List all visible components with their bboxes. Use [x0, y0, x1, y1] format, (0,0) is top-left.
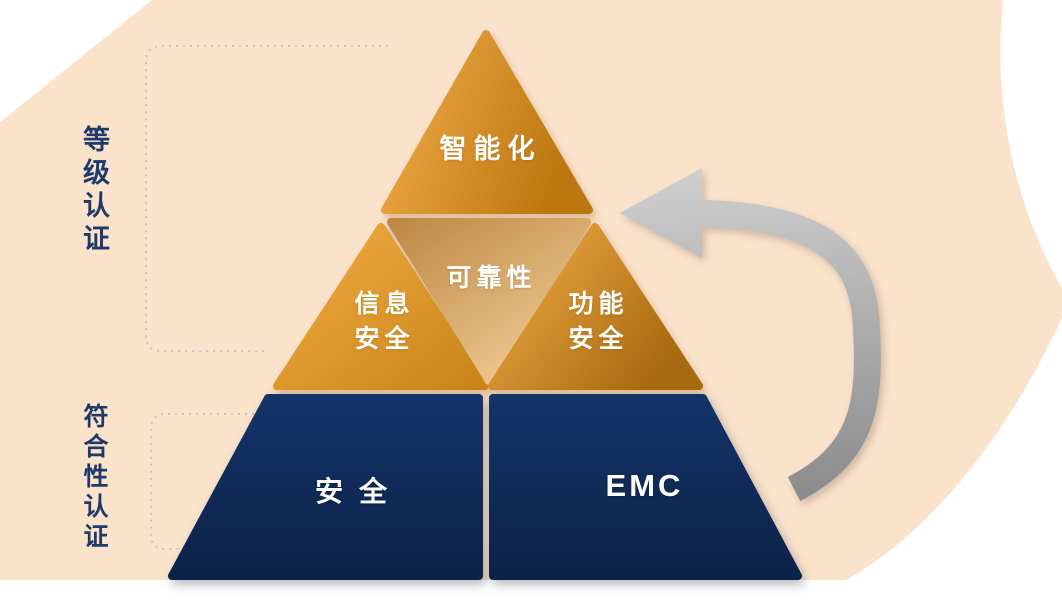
pyramid-middle-left-triangle: [273, 223, 489, 390]
middle-left-label-line1: 信息: [354, 290, 415, 318]
middle-right-label-line2: 安全: [568, 325, 629, 353]
grade-certification-label: 等级认证: [79, 125, 109, 257]
center-triangle-label: 可靠性: [446, 264, 537, 292]
curved-arrow-shaft: [696, 199, 881, 502]
pyramid-bottom-left-trapezoid: [168, 394, 483, 580]
pyramid-bottom-right-trapezoid: [489, 394, 802, 580]
middle-right-label-line1: 功能: [568, 290, 629, 318]
pyramid-middle-right-triangle: [488, 223, 703, 390]
conformity-certification-label: 符合性认证: [80, 403, 108, 553]
middle-left-label-line2: 安全: [354, 325, 415, 353]
top-triangle-label: 智能化: [439, 134, 542, 164]
grade-cert-bracket: [145, 45, 388, 352]
middle-right-triangle-label: 功能 安全: [496, 287, 696, 357]
curved-arrow-icon: [620, 168, 881, 502]
bottom-right-trapezoid-label: EMC: [605, 468, 684, 503]
pyramid-upper-tiers: [273, 30, 703, 390]
pyramid-middle-center-triangle: [387, 218, 591, 385]
curved-arrow-head: [620, 168, 702, 258]
middle-left-triangle-label: 信息 安全: [282, 287, 482, 357]
pyramid-top-triangle: [381, 30, 593, 214]
bottom-left-trapezoid-label: 安全: [314, 476, 403, 507]
pyramid-base-tier: [168, 394, 802, 580]
